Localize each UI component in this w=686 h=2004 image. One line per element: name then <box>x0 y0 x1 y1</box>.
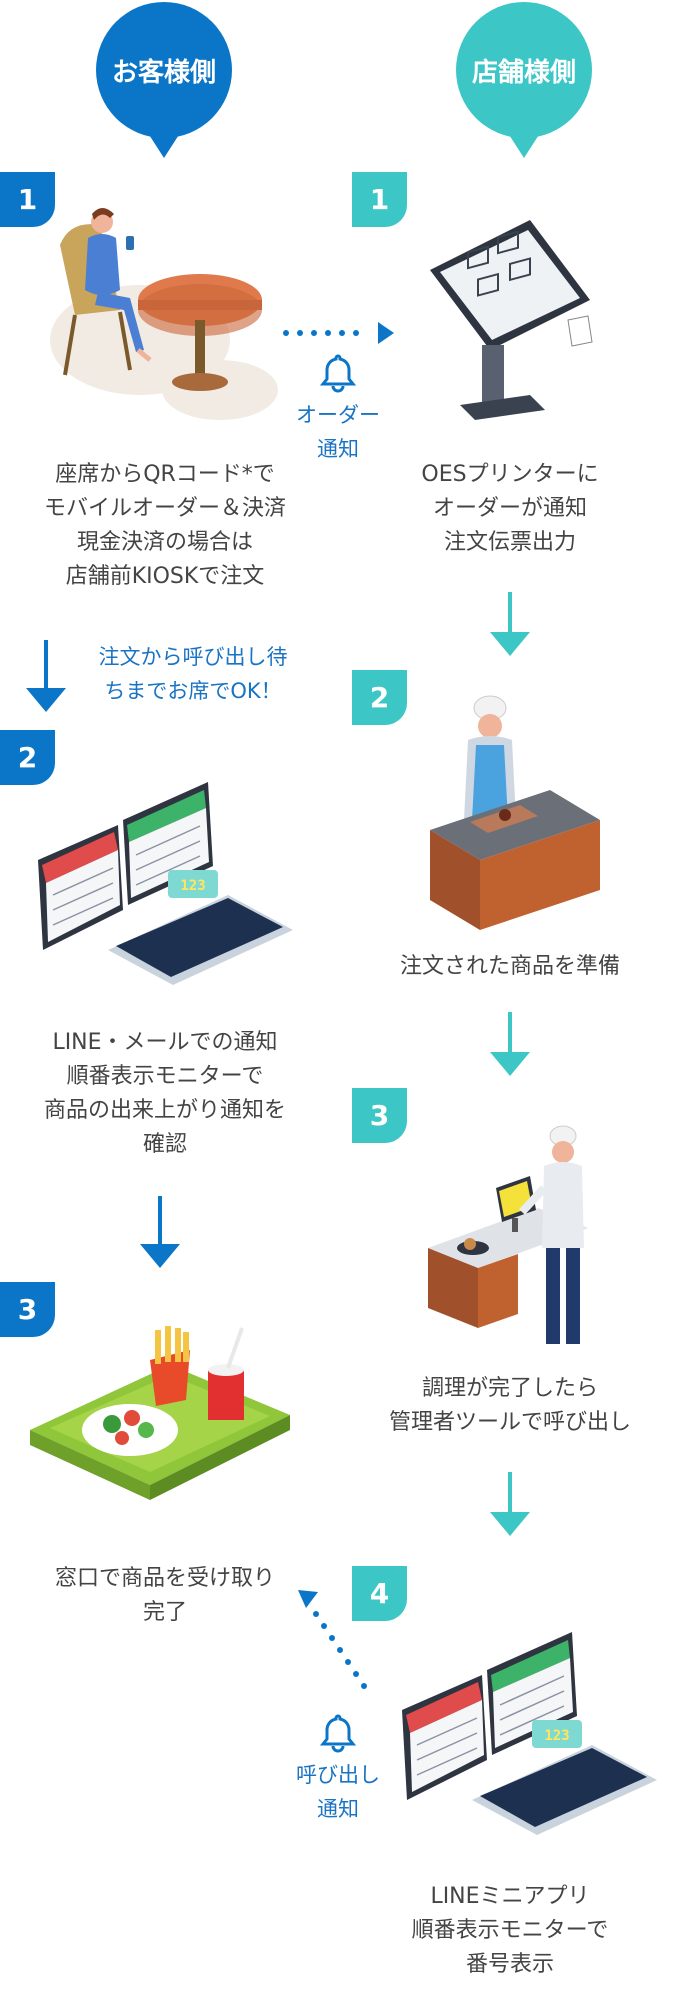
customer-arrow-2-down <box>140 1196 180 1268</box>
oes-kiosk-illustration <box>430 220 593 420</box>
caption-line: モバイルオーダー＆決済 <box>43 496 286 521</box>
notice-line: オーダー <box>296 403 380 427</box>
store-step-2-caption: 注文された商品を準備 <box>360 950 660 984</box>
caption-line: オーダーが通知 <box>432 496 587 521</box>
customer-column-header: お客様側 <box>80 0 248 158</box>
monitor-number: 123 <box>180 878 205 894</box>
store-column-title: 店舗様側 <box>471 58 576 88</box>
caption-line: 管理者ツールで呼び出し <box>388 1410 631 1435</box>
caption-line: 確認 <box>142 1132 187 1157</box>
store-step-1-caption: OESプリンターに オーダーが通知 注文伝票出力 <box>360 458 660 560</box>
caption-line: LINEミニアプリ <box>430 1884 590 1909</box>
order-dotted-arrow <box>283 322 394 344</box>
notice-line: 注文から呼び出し待 <box>98 645 288 669</box>
caption-line: 窓口で商品を受け取り <box>54 1566 275 1591</box>
caption-line: OESプリンターに <box>421 462 599 487</box>
caption-line: LINE・メールでの通知 <box>52 1030 278 1055</box>
notice-line: ちまでお席でOK！ <box>104 679 282 703</box>
customer-step-3-badge: 3 <box>0 1282 55 1337</box>
number-display-illustration: 123 <box>402 1632 657 1835</box>
customer-column-title: お客様側 <box>111 58 216 88</box>
store-arrow-2-down <box>490 1012 530 1076</box>
caption-line: 座席からQRコード*で <box>55 462 275 487</box>
customer-arrow-1-down <box>26 640 66 712</box>
store-column-header: 店舗様側 <box>440 0 608 158</box>
customer-step-1-badge: 1 <box>0 172 55 227</box>
store-step-1-badge: 1 <box>352 172 407 227</box>
wait-at-seat-notice: 注文から呼び出し待 ちまでお席でOK！ <box>78 640 308 708</box>
store-arrow-3-down <box>490 1472 530 1536</box>
store-step-2-badge: 2 <box>352 670 407 725</box>
caption-line: 注文伝票出力 <box>443 530 576 555</box>
caption-line: 完了 <box>142 1600 187 1625</box>
store-step-4-caption: LINEミニアプリ 順番表示モニターで 番号表示 <box>360 1880 660 1982</box>
food-tray-illustration <box>30 1326 290 1500</box>
caption-line: 順番表示モニターで <box>411 1918 609 1943</box>
customer-seated-illustration <box>50 208 278 420</box>
bell-icon <box>319 354 357 393</box>
caption-line: 番号表示 <box>465 1952 554 1977</box>
customer-step-3-caption: 窓口で商品を受け取り 完了 <box>0 1562 330 1630</box>
customer-step-2-badge: 2 <box>0 730 55 785</box>
caption-line: 店舗前KIOSKで注文 <box>65 564 265 589</box>
caption-line: 調理が完了したら <box>421 1376 598 1401</box>
bell-icon <box>319 1714 357 1753</box>
call-dotted-arrow <box>298 1590 367 1689</box>
monitor-number: 123 <box>544 1728 569 1744</box>
store-step-4-badge: 4 <box>352 1566 407 1621</box>
notice-line: 通知 <box>317 1797 359 1821</box>
store-step-3-badge: 3 <box>352 1088 407 1143</box>
store-step-3-caption: 調理が完了したら 管理者ツールで呼び出し <box>360 1372 660 1440</box>
caption-line: 注文された商品を準備 <box>399 954 620 979</box>
call-notification-label: 呼び出し 通知 <box>278 1758 398 1826</box>
notice-line: 通知 <box>317 437 359 461</box>
cook-calling-illustration <box>428 1125 588 1344</box>
customer-step-2-caption: LINE・メールでの通知 順番表示モニターで 商品の出来上がり通知を 確認 <box>0 1026 330 1162</box>
notice-line: 呼び出し <box>296 1763 380 1787</box>
caption-line: 順番表示モニターで <box>66 1064 264 1089</box>
store-arrow-1-down <box>490 592 530 656</box>
caption-line: 現金決済の場合は <box>76 530 253 555</box>
order-notification-label: オーダー 通知 <box>278 398 398 466</box>
customer-step-1-caption: 座席からQRコード*で モバイルオーダー＆決済 現金決済の場合は 店舗前KIOS… <box>0 458 330 594</box>
cook-preparing-illustration <box>430 695 600 930</box>
caption-line: 商品の出来上がり通知を <box>43 1098 286 1123</box>
monitor-and-phone-illustration: 123 <box>38 782 293 985</box>
